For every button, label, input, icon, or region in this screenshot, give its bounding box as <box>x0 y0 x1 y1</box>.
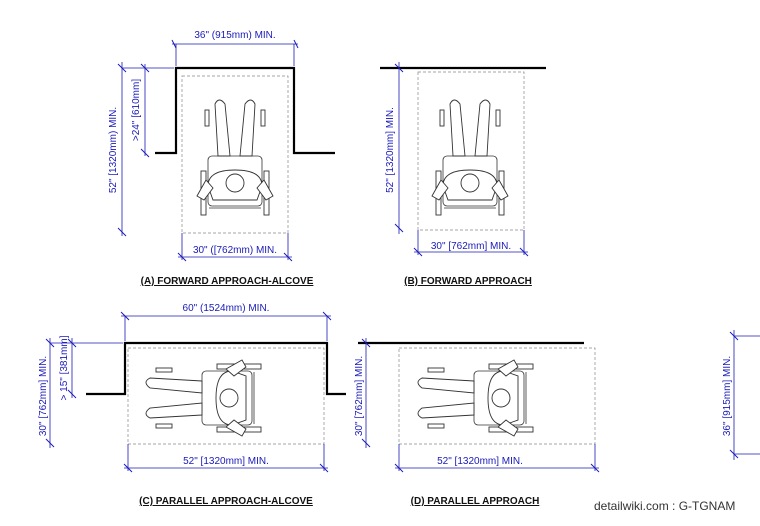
dim-width-c: 60" (1524mm) MIN. <box>183 303 270 314</box>
watermark: detailwiki.com : G-TGNAM <box>594 499 735 513</box>
dim-width-a: 36" (915mm) MIN. <box>194 30 275 41</box>
caption-b: (B) FORWARD APPROACH <box>404 276 532 287</box>
wheelchair-figure-b <box>431 99 509 216</box>
alcove-wall-a <box>155 66 335 155</box>
diagram-a: 36" (915mm) MIN. 52" [1320mm) MIN. >24" … <box>108 30 335 287</box>
clear-space-box-c <box>127 347 325 445</box>
dim-clear-d: 52" [1320mm] MIN. <box>437 456 523 467</box>
dim-alcove-c: > 15" [381mm] <box>59 335 70 400</box>
caption-a: (A) FORWARD APPROACH-ALCOVE <box>141 276 314 287</box>
caption-d: (D) PARALLEL APPROACH <box>411 496 540 507</box>
clear-space-box-b <box>417 71 525 231</box>
dim-depth-c: 30" [762mm] MIN. <box>38 356 49 436</box>
dim-depth-a: 52" [1320mm) MIN. <box>108 107 119 193</box>
alcove-wall-c <box>86 341 346 396</box>
diagram-b: 52" [1320mm] MIN. 30" [762mm] MIN. (B) F… <box>380 62 546 287</box>
dim-clear-c: 52" [1320mm] MIN. <box>183 456 269 467</box>
dim-alcove-a: >24" [610mm] <box>131 79 142 141</box>
caption-c: (C) PARALLEL APPROACH-ALCOVE <box>139 496 313 507</box>
diagram-e-partial: 36" [915mm] MIN. <box>722 330 760 460</box>
clear-space-box-d <box>398 347 596 445</box>
wheelchair-figure-c <box>146 360 261 436</box>
clear-space-box-a <box>181 75 289 234</box>
dim-depth-e: 36" [915mm] MIN. <box>722 356 733 436</box>
diagram-d: 30" [762mm] MIN. 52" [1320mm] MIN. (D) P… <box>354 338 600 507</box>
wheelchair-figure-a <box>196 99 274 216</box>
wheelchair-figure-d <box>418 360 533 436</box>
dim-clear-b: 30" [762mm] MIN. <box>431 241 511 252</box>
dim-depth-d: 30" [762mm] MIN. <box>354 356 365 436</box>
dim-depth-b: 52" [1320mm] MIN. <box>385 107 396 193</box>
diagram-c: 60" (1524mm) MIN. 30" [762mm] MIN. > 15"… <box>38 303 346 507</box>
dim-clear-a: 30" ([762mm) MIN. <box>193 245 277 256</box>
